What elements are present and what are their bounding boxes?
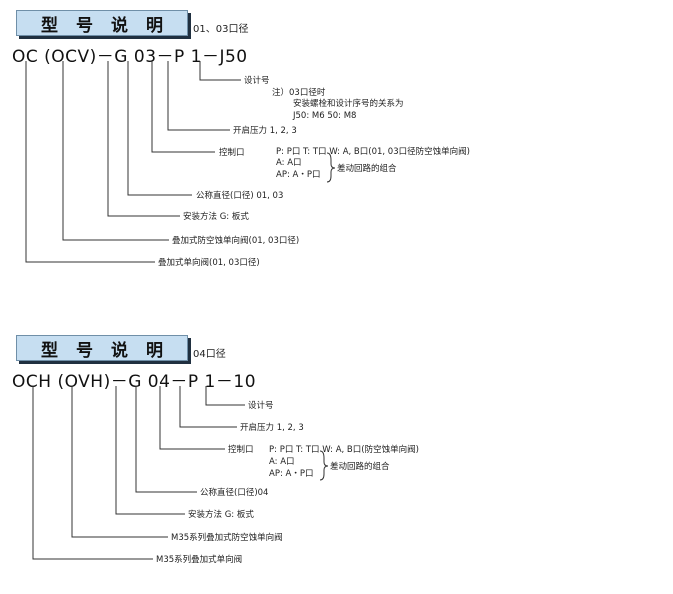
leader-control-2	[159, 386, 225, 450]
control-option-2: A: A口	[276, 158, 302, 168]
leader-pressure-1	[167, 61, 230, 131]
brace-2	[319, 450, 329, 481]
leader-design-2	[205, 386, 245, 406]
label-control-port-2: 控制口	[228, 445, 254, 455]
model-description-badge-2: 型号说明	[16, 335, 188, 361]
label-cracking-pressure-2: 开启压力 1, 2, 3	[240, 423, 304, 433]
size-subtitle-1: 01、03口径	[193, 24, 249, 35]
label-differential-circuit-2: 差动回路的组合	[330, 462, 390, 472]
control-option-1: P: P口 T: T口 W: A, B口(防空蚀单向阀)	[269, 445, 419, 455]
label-nominal-diameter-2: 公称直径(口径)04	[200, 488, 269, 498]
leader-mount-1	[107, 61, 180, 217]
label-nominal-diameter-1: 公称直径(口径) 01, 03	[196, 191, 284, 201]
size-subtitle-2: 04口径	[193, 349, 226, 360]
control-option-3: AP: A・P口	[276, 170, 321, 180]
leader-nominal-2	[135, 386, 197, 493]
label-mounting-method-2: 安装方法 G: 板式	[188, 510, 254, 520]
leader-anticav-2	[71, 386, 168, 538]
leader-check-2	[32, 386, 153, 560]
label-check-valve-2: M35系列叠加式单向阀	[156, 555, 243, 565]
leader-design-1	[199, 61, 241, 81]
control-option-2: A: A口	[269, 457, 295, 467]
label-control-port-1: 控制口	[219, 148, 245, 158]
label-check-valve-1: 叠加式单向阀(01, 03口径)	[158, 258, 260, 268]
note-line-2: 安装螺栓和设计序号的关系为	[293, 99, 404, 109]
label-cracking-pressure-1: 开启压力 1, 2, 3	[233, 126, 297, 136]
label-design-number-2: 设计号	[248, 401, 274, 411]
note-line-1: 注）03口径时	[272, 88, 326, 98]
label-anti-cavitation-valve-1: 叠加式防空蚀单向阀(01, 03口径)	[172, 236, 300, 246]
label-differential-circuit-1: 差动回路的组合	[337, 164, 397, 174]
label-mounting-method-1: 安装方法 G: 板式	[183, 212, 249, 222]
leader-check-1	[25, 61, 155, 263]
note-line-3: J50: M6 50: M8	[293, 111, 357, 121]
label-anti-cavitation-valve-2: M35系列叠加式防空蚀单向阀	[171, 533, 283, 543]
control-option-1: P: P口 T: T口 W: A, B口(01, 03口径防空蚀单向阀)	[276, 147, 470, 157]
leader-control-1	[151, 61, 215, 153]
model-code-2: OCH (OVH)－G 04－P 1－10	[12, 372, 257, 392]
control-option-3: AP: A・P口	[269, 469, 314, 479]
leader-anticav-1	[62, 61, 169, 241]
leader-pressure-2	[179, 386, 237, 428]
leader-nominal-1	[127, 61, 192, 196]
label-design-number-1: 设计号	[244, 76, 270, 86]
brace-1	[326, 152, 336, 183]
model-description-badge-1: 型号说明	[16, 10, 188, 36]
leader-mount-2	[115, 386, 185, 515]
model-code-1: OC (OCV)－G 03－P 1－J50	[12, 47, 248, 67]
